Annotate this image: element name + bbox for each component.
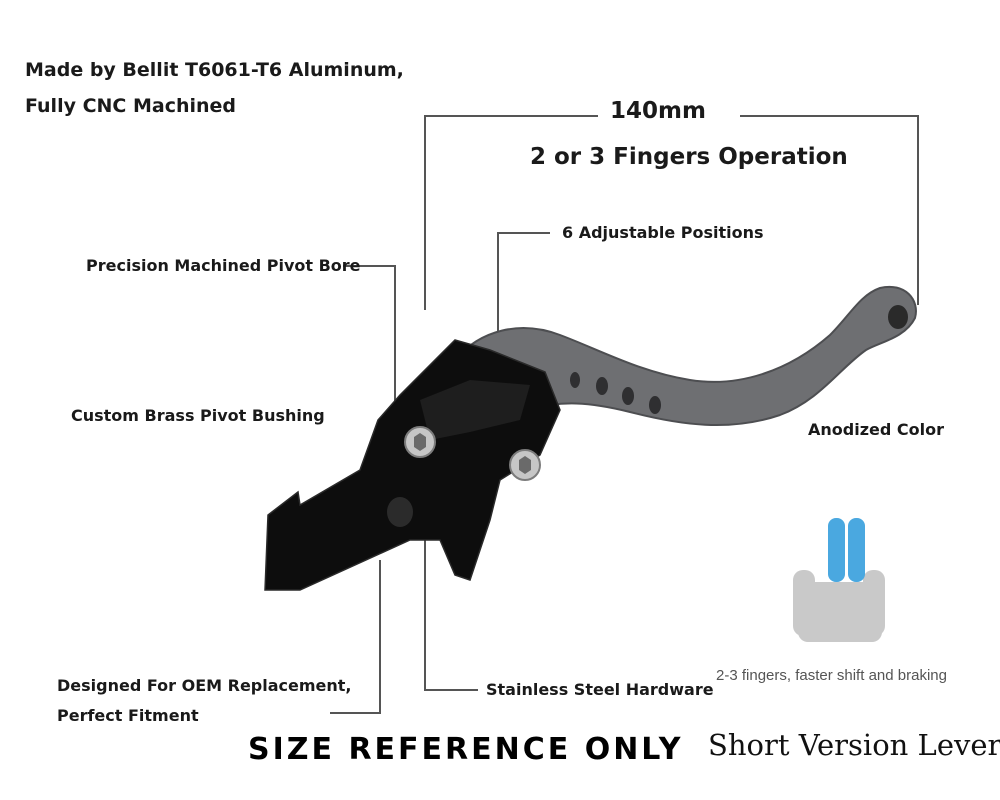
leader-oem (330, 560, 381, 714)
short-version-label: Short Version Lever (708, 728, 1000, 762)
lever-arm (453, 285, 917, 426)
dimension-operation: 2 or 3 Fingers Operation (530, 144, 848, 170)
callout-oem-replacement: Designed For OEM Replacement, (57, 676, 352, 695)
adjust-hole (649, 396, 661, 414)
callout-adjustable-positions: 6 Adjustable Positions (562, 223, 764, 242)
finger-index (828, 518, 845, 582)
pivot-bore-hole (387, 497, 413, 527)
headline-material: Made by Bellit T6061-T6 Aluminum, (25, 59, 404, 81)
lever-tip-hole (888, 305, 908, 329)
size-reference-note: SIZE REFERENCE ONLY (248, 732, 684, 767)
finger-middle (848, 518, 865, 582)
dimension-bracket-left (424, 115, 598, 310)
lever-body (264, 339, 561, 591)
adjust-hole (622, 387, 634, 405)
callout-pivot-bore: Precision Machined Pivot Bore (86, 256, 361, 275)
finger-caption: 2-3 fingers, faster shift and braking (716, 667, 947, 684)
headline-machining: Fully CNC Machined (25, 95, 237, 117)
dimension-bracket-right (740, 115, 919, 305)
callout-perfect-fitment: Perfect Fitment (57, 706, 199, 725)
callout-stainless-hardware: Stainless Steel Hardware (486, 680, 714, 699)
lever-body-face (420, 380, 530, 440)
dimension-length: 140mm (610, 98, 706, 124)
adjust-hole (596, 377, 608, 395)
adjust-hole (570, 372, 580, 388)
callout-brass-bushing: Custom Brass Pivot Bushing (71, 406, 325, 425)
finger-graphic (793, 518, 885, 642)
callout-anodized-color: Anodized Color (808, 420, 944, 439)
